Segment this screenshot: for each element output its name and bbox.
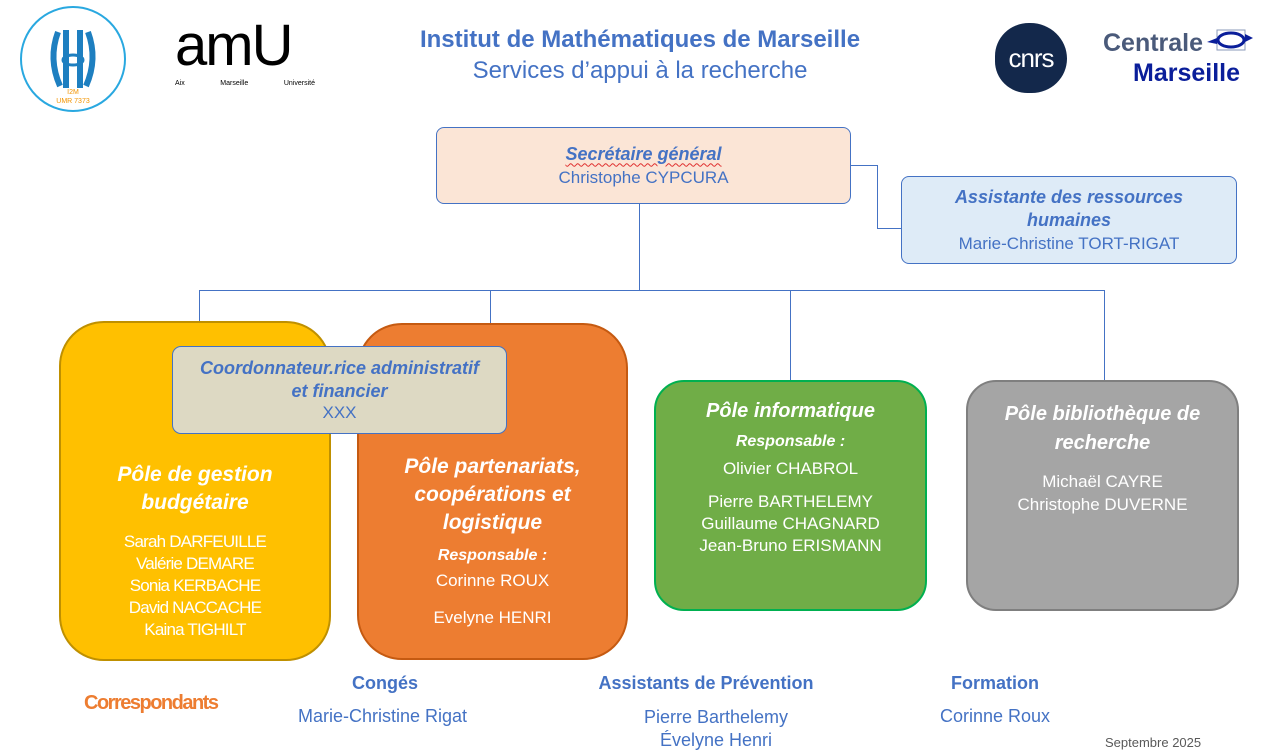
centrale-logo: Centrale Marseille [1103, 28, 1253, 90]
cnrs-logo-text: cnrs [1008, 42, 1054, 73]
i2m-logo: I2M UMR 7373 [18, 4, 128, 114]
assistante-rh-box: Assistante des ressources humaines Marie… [901, 176, 1237, 264]
correspondants-label: Correspondants [84, 692, 219, 714]
pole-bibliotheque-title-2: recherche [1054, 432, 1151, 454]
page-title: Institut de Mathématiques de Marseille [419, 26, 861, 53]
svg-text:UMR 7373: UMR 7373 [56, 98, 90, 105]
member: Sarah DARFEUILLE [123, 532, 267, 551]
pole-budget-title-1: Pôle de gestion [117, 463, 273, 486]
amu-sub-marseille: Marseille [220, 80, 249, 87]
pole-informatique-title: Pôle informatique [706, 400, 875, 422]
member: Christophe DUVERNE [1017, 495, 1188, 514]
page-subtitle: Services d’appui à la recherche [472, 57, 808, 84]
pole-partenariats-title-2: coopérations et [414, 483, 571, 506]
secretaire-general-box: Secrétaire général Christophe CYPCURA [436, 127, 851, 204]
centrale-line1: Centrale [1103, 29, 1204, 57]
pole-partenariats-responsable: Corinne ROUX [435, 571, 550, 590]
member: Pierre BARTHELEMY [707, 492, 873, 511]
member: Evelyne HENRI [433, 608, 552, 627]
coordonnateur-name: XXX [322, 403, 357, 422]
secretaire-role: Secrétaire général [565, 143, 722, 164]
connector [877, 228, 902, 229]
member: David NACCACHE [128, 598, 262, 617]
connector [199, 290, 200, 322]
member: Michaël CAYRE [1042, 472, 1163, 491]
pole-partenariats-title-3: logistique [442, 511, 543, 534]
amu-logo-text: amU [175, 13, 293, 78]
secretaire-name: Christophe CYPCURA [558, 167, 729, 187]
connector [850, 165, 878, 166]
coordonnateur-box: Coordonnateur.rice administratif et fina… [172, 346, 507, 434]
conges-title: Congés [351, 673, 418, 693]
svg-text:I2M: I2M [67, 89, 79, 96]
pole-informatique-box: Pôle informatique Responsable : Olivier … [654, 380, 927, 611]
prevention-name: Pierre Barthelemy [643, 707, 789, 727]
cnrs-logo: cnrs [995, 23, 1067, 93]
coordonnateur-role-1: Coordonnateur.rice administratif [199, 358, 480, 378]
member: Guillaume CHAGNARD [701, 514, 880, 533]
connector [490, 290, 491, 324]
prevention-title: Assistants de Prévention [598, 673, 814, 693]
connector [877, 165, 878, 228]
prevention-name: Évelyne Henri [659, 730, 773, 750]
connector [1104, 290, 1105, 380]
formation-name: Corinne Roux [939, 706, 1051, 726]
assistante-rh-role: Assistante des ressources humaines [954, 187, 1184, 230]
pole-bibliotheque-title-1: Pôle bibliothèque de [1004, 403, 1201, 425]
formation-title: Formation [951, 673, 1039, 693]
amu-logo: amU Aix Marseille Université [175, 12, 320, 92]
member: Valérie DEMARE [136, 554, 255, 573]
pole-informatique-responsable: Olivier CHABROL [722, 459, 859, 478]
connector [790, 290, 791, 380]
pole-informatique-resp-label: Responsable : [735, 433, 846, 450]
centrale-line2: Marseille [1133, 59, 1241, 87]
connector [199, 290, 1105, 291]
assistante-rh-name: Marie-Christine TORT-RIGAT [958, 234, 1180, 253]
amu-sub-aix: Aix [175, 80, 185, 87]
member: Jean-Bruno ERISMANN [699, 536, 882, 555]
footer-date: Septembre 2025 [1105, 735, 1202, 750]
pole-bibliotheque-box: Pôle bibliothèque de recherche Michaël C… [966, 380, 1239, 611]
member: Kaina TIGHILT [144, 620, 246, 639]
pole-partenariats-resp-label: Responsable : [437, 547, 548, 564]
amu-sub-universite: Université [283, 80, 315, 87]
conges-name: Marie-Christine Rigat [297, 706, 468, 726]
pole-budget-title-2: budgétaire [141, 491, 249, 514]
pole-partenariats-title-1: Pôle partenariats, [404, 455, 581, 478]
coordonnateur-role-2: et financier [291, 381, 388, 401]
member: Sonia KERBACHE [129, 576, 261, 595]
connector [639, 203, 640, 291]
